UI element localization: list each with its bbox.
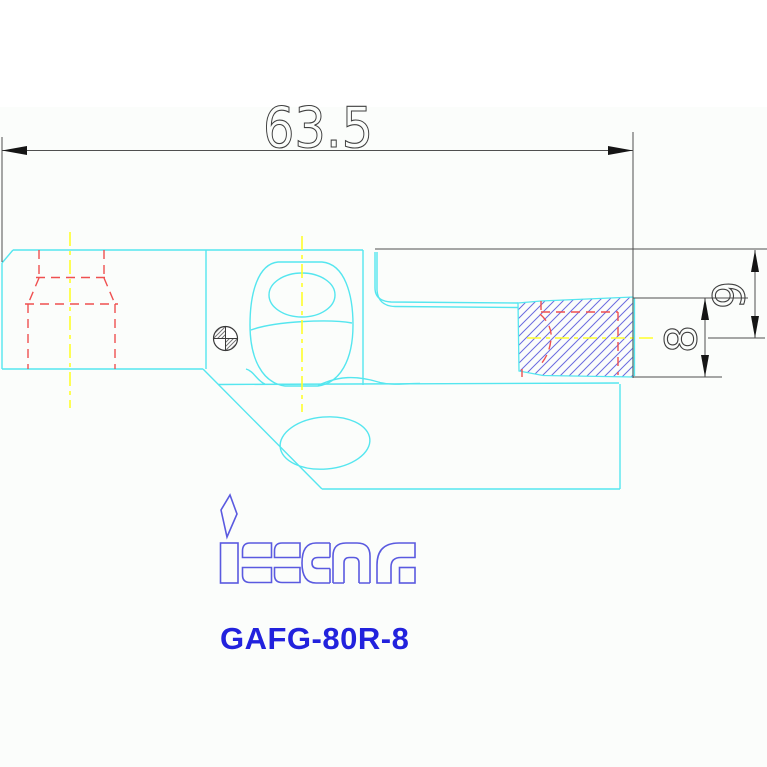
drawing-viewport-background	[0, 107, 767, 767]
dimension-length-label: 63.5	[263, 96, 373, 161]
cutting-insert-hatched	[517, 296, 634, 378]
center-mark-icon	[212, 325, 239, 352]
logo-dot	[220, 493, 238, 540]
iscar-logo	[219, 493, 416, 584]
centerlines	[69, 232, 658, 412]
lower-boss-ellipse	[279, 416, 371, 470]
dimension-height8-label: 8	[656, 325, 707, 353]
hidden-lines	[25, 250, 619, 377]
dimension-height9-label: 9	[704, 281, 755, 309]
screw-pocket-outline	[249, 261, 354, 387]
page-margin	[0, 0, 767, 107]
model-number-label: GAFG-80R-8	[220, 621, 409, 656]
dimension-arrowheads	[2, 146, 759, 377]
